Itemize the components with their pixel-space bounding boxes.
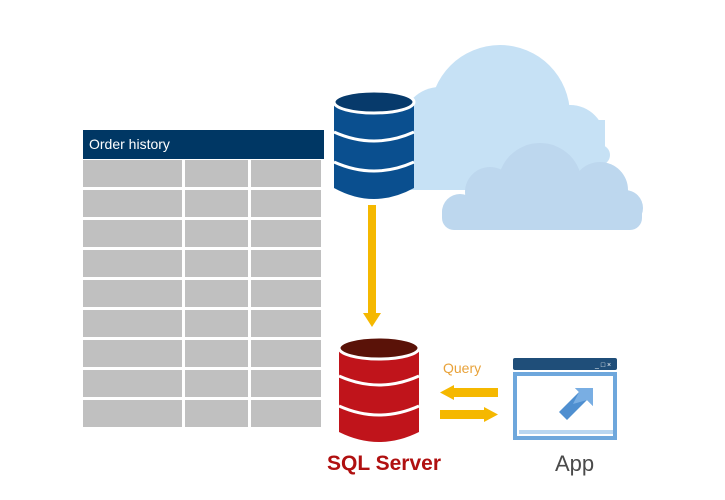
table-cell: [251, 250, 321, 277]
table-cell: [185, 400, 248, 427]
table-cell: [185, 310, 248, 337]
app-label: App: [555, 451, 595, 476]
sql-server-label: SQL Server: [327, 452, 442, 475]
front-cloud: [442, 143, 643, 230]
table-cell: [83, 280, 182, 307]
table-row: [83, 220, 324, 247]
table-cell: [83, 160, 182, 187]
table-cell: [83, 400, 182, 427]
table-row: [83, 190, 324, 217]
cloud-database-icon: [332, 89, 416, 199]
query-label: Query: [443, 360, 482, 376]
table-cell: [185, 340, 248, 367]
app-window-icon: _ □ ×: [513, 358, 617, 440]
table-row: [83, 370, 324, 397]
table-cell: [251, 340, 321, 367]
table-cell: [185, 370, 248, 397]
left-arrow-icon: [440, 385, 498, 400]
table-cell: [251, 310, 321, 337]
table-cell: [251, 160, 321, 187]
table-cell: [83, 340, 182, 367]
table-cell: [83, 250, 182, 277]
table-cell: [185, 250, 248, 277]
table-cell: [185, 220, 248, 247]
sql-server-database-icon: [337, 335, 421, 442]
table-cell: [83, 370, 182, 397]
table-row: [83, 160, 324, 187]
table-cell: [83, 190, 182, 217]
table-title: Order history: [83, 130, 324, 159]
query-arrows-icon: [440, 385, 498, 422]
table-row: [83, 400, 324, 427]
order-history-table: Order history: [83, 130, 324, 430]
table-cell: [251, 280, 321, 307]
table-cell: [185, 280, 248, 307]
table-cell: [251, 370, 321, 397]
window-controls: _ □ ×: [594, 362, 611, 369]
table-cell: [83, 310, 182, 337]
right-arrow-icon: [440, 407, 498, 422]
table-row: [83, 250, 324, 277]
table-row: [83, 310, 324, 337]
table-cell: [251, 190, 321, 217]
table-cell: [185, 160, 248, 187]
table-grid: [83, 160, 324, 427]
table-cell: [83, 220, 182, 247]
table-cell: [251, 220, 321, 247]
table-row: [83, 280, 324, 307]
launch-arrow-icon: [559, 388, 593, 420]
sync-down-arrow-icon: [363, 205, 381, 327]
table-row: [83, 340, 324, 367]
table-cell: [251, 400, 321, 427]
table-cell: [185, 190, 248, 217]
